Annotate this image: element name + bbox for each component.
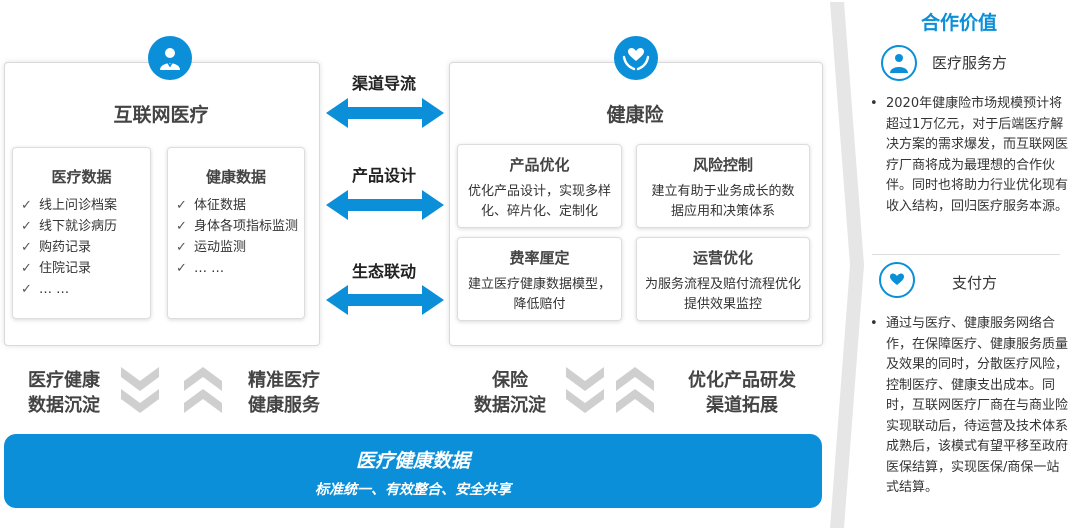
bar-subtitle: 标准统一、有效整合、安全共享	[315, 482, 511, 498]
list-item: 线上问诊档案	[17, 195, 150, 216]
risk-control-card: 风险控制 建立有助于业务成长的数据应用和决策体系	[636, 144, 810, 228]
card-title: 风险控制	[692, 156, 753, 174]
card-title: 产品优化	[509, 156, 570, 174]
product-optimization-card: 产品优化 优化产品设计，实现多样化、碎片化、定制化	[457, 144, 622, 228]
card-title: 运营优化	[692, 249, 753, 267]
heart-hands-icon	[614, 36, 658, 80]
bottom-label-precision-medical: 精准医疗 健康服务	[248, 370, 320, 416]
double-arrow-product	[326, 190, 444, 220]
list-item: 线下就诊病历	[17, 216, 150, 237]
list-item: 身体各项指标监测	[172, 216, 298, 237]
card-text: 为服务流程及赔付流程优化提供效果监控	[645, 277, 802, 312]
medical-data-list: 线上问诊档案 线下就诊病历 购药记录 住院记录 … …	[13, 195, 150, 300]
health-data-title: 健康数据	[205, 168, 266, 186]
medical-data-title: 医疗数据	[51, 168, 112, 186]
list-item: 住院记录	[17, 258, 150, 279]
arrow-label-ecosystem: 生态联动	[351, 262, 416, 281]
chevron-down-icon	[121, 367, 159, 413]
section-title-payer: 支付方	[952, 274, 998, 292]
sidebar-text-medical-provider: • 2020年健康险市场规模预计将超过1万亿元，对于后端医疗解决方案的需求爆发，…	[870, 96, 1069, 214]
heart-hands-icon	[879, 262, 915, 298]
medical-data-card: 医疗数据 线上问诊档案 线下就诊病历 购药记录 住院记录 … …	[12, 147, 151, 319]
list-item: 购药记录	[17, 237, 150, 258]
health-data-list: 体征数据 身体各项指标监测 运动监测 … …	[168, 195, 298, 279]
doctor-icon	[148, 36, 192, 80]
operation-optimization-card: 运营优化 为服务流程及赔付流程优化提供效果监控	[636, 237, 810, 321]
card-text: 建立医疗健康数据模型，降低赔付	[467, 277, 611, 312]
section-title-medical-provider: 医疗服务方	[932, 54, 1008, 72]
sidebar-text-payer: • 通过与医疗、健康服务网络合作，在保障医疗、健康服务质量及效果的同时，分散医疗…	[870, 316, 1069, 495]
double-arrow-channel	[326, 98, 444, 128]
sidebar-title: 合作价值	[920, 12, 997, 34]
bottom-label-insurance-data: 保险 数据沉淀	[474, 370, 546, 416]
chevron-up-icon	[184, 367, 222, 413]
sidebar-divider	[872, 254, 1060, 255]
bar-title: 医疗健康数据	[355, 450, 470, 472]
health-insurance-title: 健康险	[606, 104, 664, 126]
bottom-label-medical-data: 医疗健康 数据沉淀	[28, 370, 100, 416]
list-item: 运动监测	[172, 237, 298, 258]
medical-health-data-bar: 医疗健康数据 标准统一、有效整合、安全共享	[4, 434, 822, 508]
list-item: … …	[17, 279, 150, 300]
list-item: … …	[172, 258, 298, 279]
arrow-label-channel: 渠道导流	[351, 74, 416, 93]
bottom-label-product-rd: 优化产品研发 渠道拓展	[688, 370, 796, 416]
card-title: 费率厘定	[509, 249, 570, 267]
doctor-icon	[881, 45, 917, 81]
card-text: 优化产品设计，实现多样化、碎片化、定制化	[467, 184, 611, 219]
arrow-label-product: 产品设计	[351, 166, 416, 185]
rate-setting-card: 费率厘定 建立医疗健康数据模型，降低赔付	[457, 237, 622, 321]
card-text: 建立有助于业务成长的数据应用和决策体系	[651, 184, 795, 219]
health-data-card: 健康数据 体征数据 身体各项指标监测 运动监测 … …	[167, 147, 305, 319]
chevron-down-icon	[566, 367, 604, 413]
list-item: 体征数据	[172, 195, 298, 216]
chevron-up-icon	[616, 367, 654, 413]
side-arrow-shape	[830, 2, 864, 528]
internet-medical-title: 互联网医疗	[113, 104, 209, 126]
double-arrow-ecosystem	[326, 285, 444, 315]
